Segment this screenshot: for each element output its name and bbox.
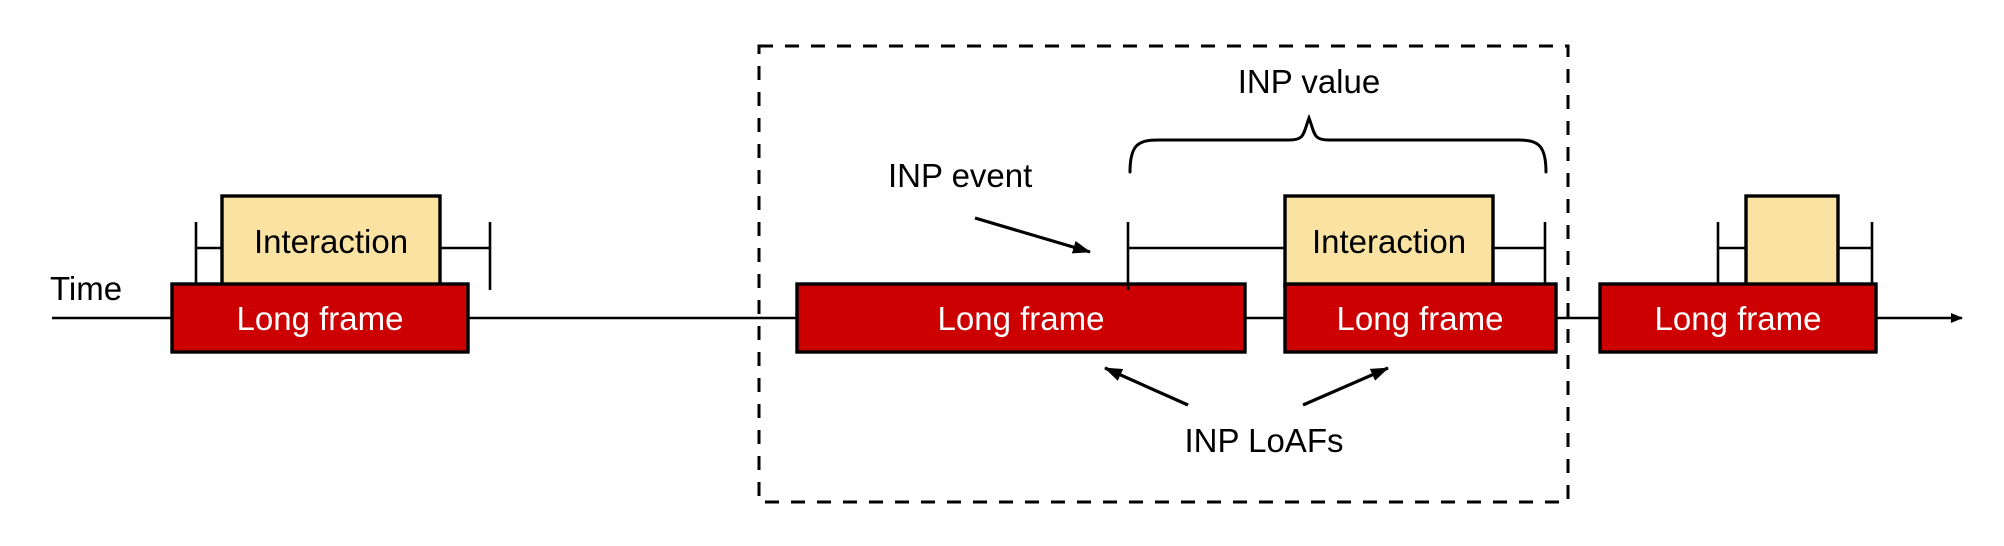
long-frame-box-2[interactable]	[795, 282, 1247, 354]
inp-loafs-annotation: INP LoAFs	[1104, 366, 1389, 459]
long-frame-box-1[interactable]	[170, 282, 470, 354]
timeline-group-1: Interaction Long frame	[170, 194, 492, 354]
dashed-attribution-region	[757, 44, 1570, 504]
long-frame-box-4-label: Long frame	[1655, 300, 1822, 337]
long-frame-box-3[interactable]	[1283, 282, 1558, 354]
long-frame-box-3-label: Long frame	[1337, 300, 1504, 337]
interaction-box-2-label: Interaction	[1312, 223, 1466, 260]
inp-event-annotation: INP event	[888, 157, 1091, 254]
inp-loafs-label: INP LoAFs	[1185, 422, 1344, 459]
inp-loafs-arrow-right	[1302, 366, 1389, 407]
interaction-box-1-label: Interaction	[254, 223, 408, 260]
timeline-group-4: Long frame	[1598, 194, 1878, 354]
inp-value-brace	[1128, 113, 1548, 174]
inp-value-annotation: INP value	[1128, 63, 1548, 174]
interaction-box-3[interactable]	[1744, 194, 1840, 288]
inp-value-label: INP value	[1238, 63, 1380, 100]
inp-event-arrow	[974, 216, 1091, 254]
timeline-group-3: Interaction Long frame	[1126, 194, 1558, 354]
time-axis-label: Time	[50, 270, 122, 307]
inp-loafs-arrow-left	[1104, 366, 1189, 407]
inp-event-label: INP event	[888, 157, 1032, 194]
long-frame-box-2-label: Long frame	[938, 300, 1105, 337]
interaction-1-duration-markers	[194, 222, 492, 290]
interaction-2-duration-markers	[1126, 222, 1547, 290]
long-frame-box-4[interactable]	[1598, 282, 1878, 354]
long-frame-box-1-label: Long frame	[237, 300, 404, 337]
interaction-box-2[interactable]	[1283, 194, 1495, 288]
timeline-group-2: Long frame	[795, 282, 1247, 354]
